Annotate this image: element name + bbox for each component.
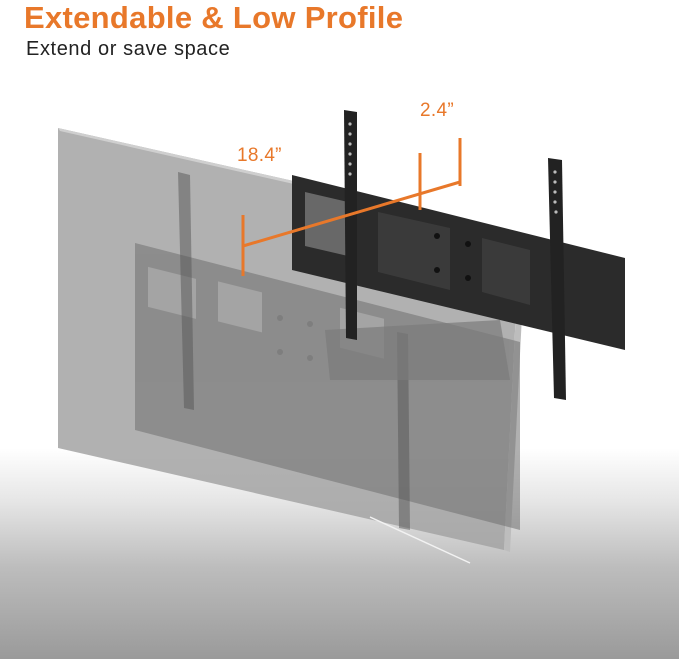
articulating-arm: [325, 320, 510, 380]
front-mount-frame: [292, 175, 625, 350]
vertical-bracket-right: [548, 158, 566, 400]
page-subtitle: Extend or save space: [26, 38, 231, 60]
extension-dimension-line: [242, 180, 461, 248]
extension-dimension-label: 18.4”: [237, 145, 282, 166]
profile-dimension-label: 2.4”: [420, 100, 454, 121]
vertical-bracket-left: [344, 110, 357, 340]
dimension-lines: [241, 138, 462, 276]
page-title: Extendable & Low Profile: [24, 0, 404, 35]
tv-bracket-faded: [178, 172, 410, 530]
